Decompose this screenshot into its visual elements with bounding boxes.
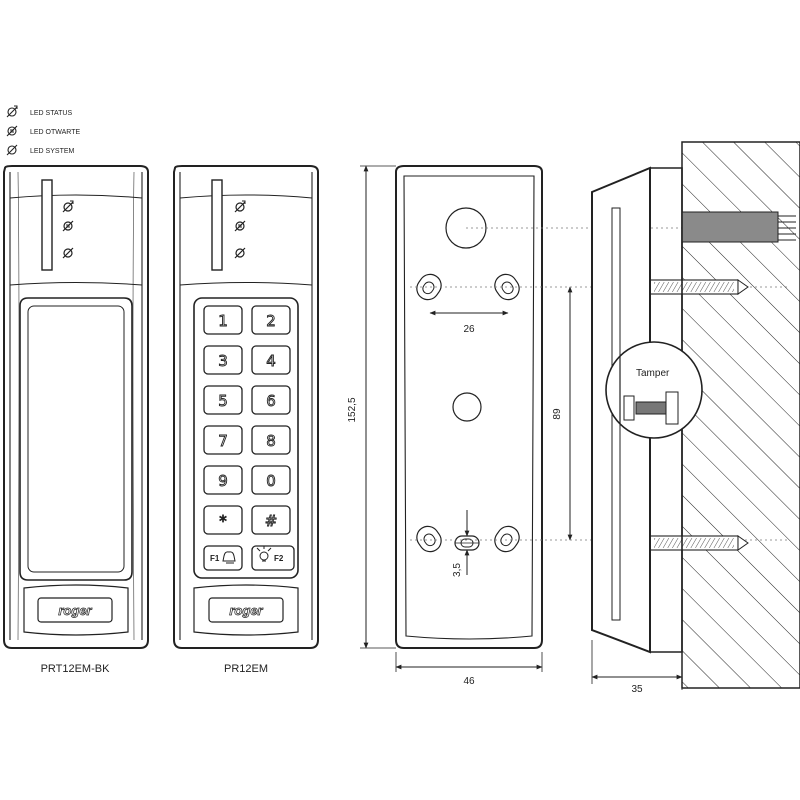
cable xyxy=(681,211,779,243)
roger-logo: roger xyxy=(229,603,263,618)
mounting-slot xyxy=(416,525,442,553)
led-system-icon xyxy=(6,144,18,156)
key-3[interactable] xyxy=(203,345,243,375)
key-label: 9 xyxy=(218,472,228,490)
device-prt12em-bk: roger PRT12EM-BK xyxy=(3,165,149,675)
tamper-label: Tamper xyxy=(636,368,670,379)
key-label: 7 xyxy=(218,432,228,450)
led-system-icon xyxy=(234,247,246,259)
f1-label: F1 xyxy=(210,554,220,563)
key-star[interactable] xyxy=(203,505,243,535)
legend: LED STATUS LED OTWARTE LED SYSTEM xyxy=(6,105,81,156)
key-5[interactable] xyxy=(203,385,243,415)
key-label: # xyxy=(265,512,278,530)
device-pr12em: 1 2 3 4 5 6 7 8 9 0 * # F1 F2 roger PR12EM xyxy=(173,165,319,675)
key-label: 4 xyxy=(266,352,276,370)
f2-label: F2 xyxy=(274,554,284,563)
key-label: 3 xyxy=(218,352,228,370)
led-open-icon xyxy=(6,125,18,137)
side-view: Tamper 35 xyxy=(591,141,800,695)
tamper-hole xyxy=(452,392,482,422)
caption-prt12em-bk: PRT12EM-BK xyxy=(41,663,111,675)
key-7[interactable] xyxy=(203,425,243,455)
key-label: 8 xyxy=(266,432,276,450)
caption-pr12em: PR12EM xyxy=(224,663,268,675)
led-status-icon xyxy=(6,105,18,118)
dim-width: 46 xyxy=(463,676,475,687)
roger-logo: roger xyxy=(58,603,92,618)
key-label: * xyxy=(219,512,227,530)
key-6[interactable] xyxy=(251,385,291,415)
led-status-icon xyxy=(62,200,74,213)
light-bulb-icon xyxy=(256,546,272,562)
dim-depth: 35 xyxy=(631,684,643,695)
dim-offset: 3,5 xyxy=(452,563,463,577)
led-open-icon xyxy=(234,220,246,232)
key-label: 1 xyxy=(218,312,228,330)
legend-led-system: LED SYSTEM xyxy=(30,148,75,155)
key-0[interactable] xyxy=(251,465,291,495)
led-status-icon xyxy=(234,200,246,213)
dim-height: 152,5 xyxy=(347,397,358,422)
led-window xyxy=(41,179,53,271)
key-hash[interactable] xyxy=(251,505,291,535)
key-8[interactable] xyxy=(251,425,291,455)
led-open-icon xyxy=(62,220,74,232)
legend-led-open: LED OTWARTE xyxy=(30,129,81,136)
keypad: 1 2 3 4 5 6 7 8 9 0 * # xyxy=(203,305,291,535)
led-system-icon xyxy=(62,247,74,259)
bell-icon xyxy=(222,551,236,564)
f1-key[interactable] xyxy=(203,545,243,571)
key-label: 6 xyxy=(266,392,276,410)
led-window xyxy=(211,179,223,271)
dim-hole-spacing: 26 xyxy=(463,324,475,335)
reader-panel xyxy=(19,297,133,581)
dim-vertical-spacing: 89 xyxy=(552,408,563,420)
key-4[interactable] xyxy=(251,345,291,375)
key-label: 5 xyxy=(218,392,228,410)
key-label: 0 xyxy=(266,472,276,490)
key-9[interactable] xyxy=(203,465,243,495)
mounting-slot xyxy=(416,273,442,301)
key-1[interactable] xyxy=(203,305,243,335)
key-2[interactable] xyxy=(251,305,291,335)
key-label: 2 xyxy=(266,312,276,330)
legend-led-status: LED STATUS xyxy=(30,110,72,117)
